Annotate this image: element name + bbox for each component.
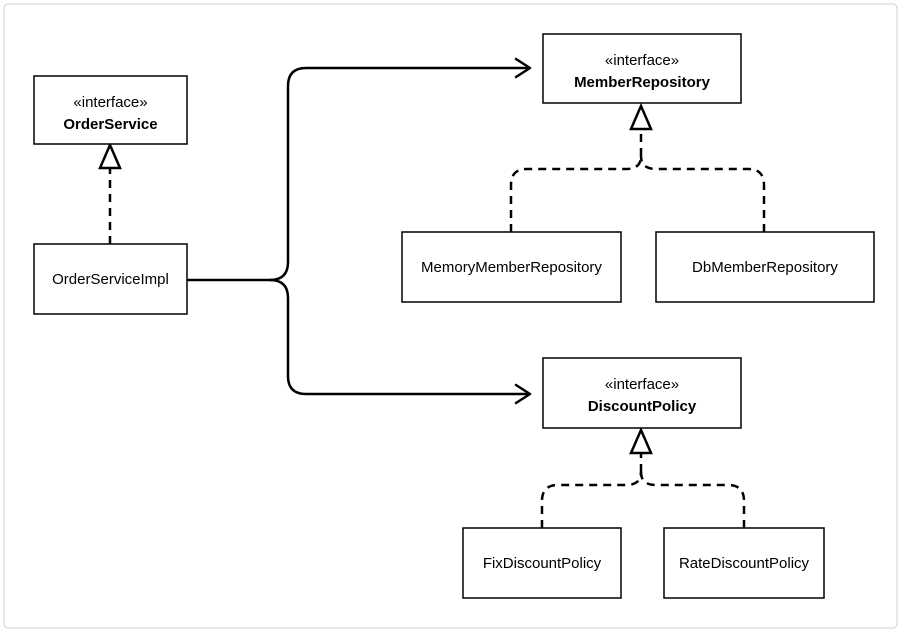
- edge-db-to-memberrepository: [639, 155, 766, 232]
- node-discountpolicy[interactable]: «interface» DiscountPolicy: [542, 357, 742, 429]
- node-name: DiscountPolicy: [588, 398, 697, 415]
- node-orderservice[interactable]: «interface» OrderService: [33, 75, 188, 145]
- node-name: MemoryMemberRepository: [421, 259, 602, 276]
- edge-impl-to-discountpolicy: [268, 278, 530, 396]
- association-arrowhead: [514, 57, 532, 79]
- realization-arrowhead: [98, 141, 122, 170]
- node-name: OrderService: [63, 116, 157, 133]
- node-fixdiscountpolicy[interactable]: FixDiscountPolicy: [462, 527, 622, 599]
- node-memberrepository[interactable]: «interface» MemberRepository: [542, 33, 742, 104]
- node-stereotype: «interface»: [73, 94, 147, 111]
- node-memorymemberrepository[interactable]: MemoryMemberRepository: [401, 231, 622, 303]
- edge-memory-to-memberrepository: [509, 155, 643, 232]
- realization-arrowhead: [629, 102, 653, 131]
- node-stereotype: «interface»: [605, 52, 679, 69]
- diagram-frame: [3, 3, 898, 629]
- node-box: [401, 231, 622, 303]
- node-box: [663, 527, 825, 599]
- node-stereotype: «interface»: [605, 376, 679, 393]
- node-name: DbMemberRepository: [692, 259, 838, 276]
- edge-fix-to-discountpolicy: [540, 471, 643, 528]
- edge-rate-to-discountpolicy: [639, 471, 746, 528]
- node-dbmemberrepository[interactable]: DbMemberRepository: [655, 231, 875, 303]
- node-name: OrderServiceImpl: [52, 271, 169, 288]
- edge-impl-to-memberrepository: [186, 66, 530, 282]
- node-name: MemberRepository: [574, 74, 711, 91]
- node-ratediscountpolicy[interactable]: RateDiscountPolicy: [663, 527, 825, 599]
- association-arrowhead: [514, 383, 532, 405]
- node-name: FixDiscountPolicy: [483, 555, 602, 572]
- node-box: [33, 75, 188, 145]
- node-box: [33, 243, 188, 315]
- node-name: RateDiscountPolicy: [679, 555, 810, 572]
- node-orderserviceimpl[interactable]: OrderServiceImpl: [33, 243, 188, 315]
- node-box: [462, 527, 622, 599]
- node-box: [542, 33, 742, 104]
- node-box: [542, 357, 742, 429]
- node-box: [655, 231, 875, 303]
